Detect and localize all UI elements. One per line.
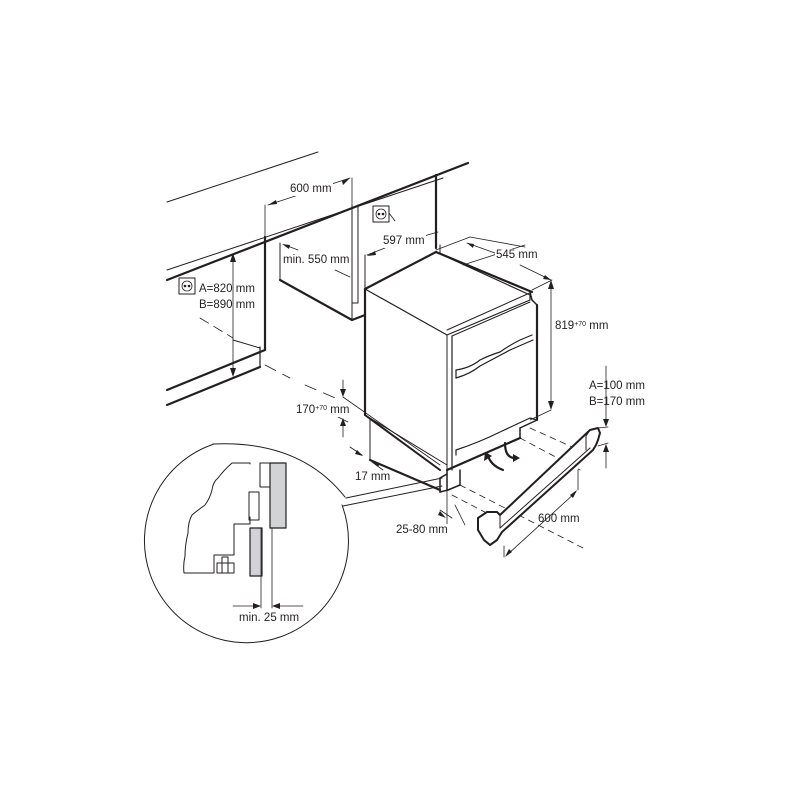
appliance-height-label: 819+70 mm bbox=[554, 320, 610, 333]
appliance-height-value: 819 bbox=[555, 320, 575, 332]
worktop-height-labels: A=820 mm B=890 mm bbox=[198, 281, 256, 313]
niche-width-label: 600 mm bbox=[289, 183, 333, 196]
kickplate-height-a: A=100 mm bbox=[589, 380, 645, 392]
plinth-offset-label: 25-80 mm bbox=[395, 524, 449, 537]
kickplate-width-label: 600 mm bbox=[538, 513, 580, 525]
worktop-height-a: A=820 mm bbox=[199, 283, 255, 295]
appliance-depth-label: 545 mm bbox=[495, 249, 539, 262]
detail-clearance-label: min. 25 mm bbox=[238, 612, 301, 625]
plinth-height-value: 170 bbox=[296, 404, 316, 416]
appliance-height-tolerance: +70 bbox=[574, 321, 587, 328]
niche-inner-width-label: 597 mm bbox=[382, 235, 426, 248]
plinth-height-label: 170+70 mm bbox=[295, 404, 351, 417]
worktop-height-b: B=890 mm bbox=[199, 299, 255, 311]
kickplate-height-b: B=170 mm bbox=[589, 396, 645, 408]
appliance-height-unit: mm bbox=[589, 320, 609, 332]
plinth-height-unit: mm bbox=[330, 404, 350, 416]
plinth-height-tolerance: +70 bbox=[315, 405, 328, 412]
kickplate-height-labels: A=100 mm B=170 mm bbox=[588, 378, 646, 410]
side-gap-label: 17 mm bbox=[354, 471, 392, 484]
niche-depth-label: min. 550 mm bbox=[282, 254, 351, 267]
